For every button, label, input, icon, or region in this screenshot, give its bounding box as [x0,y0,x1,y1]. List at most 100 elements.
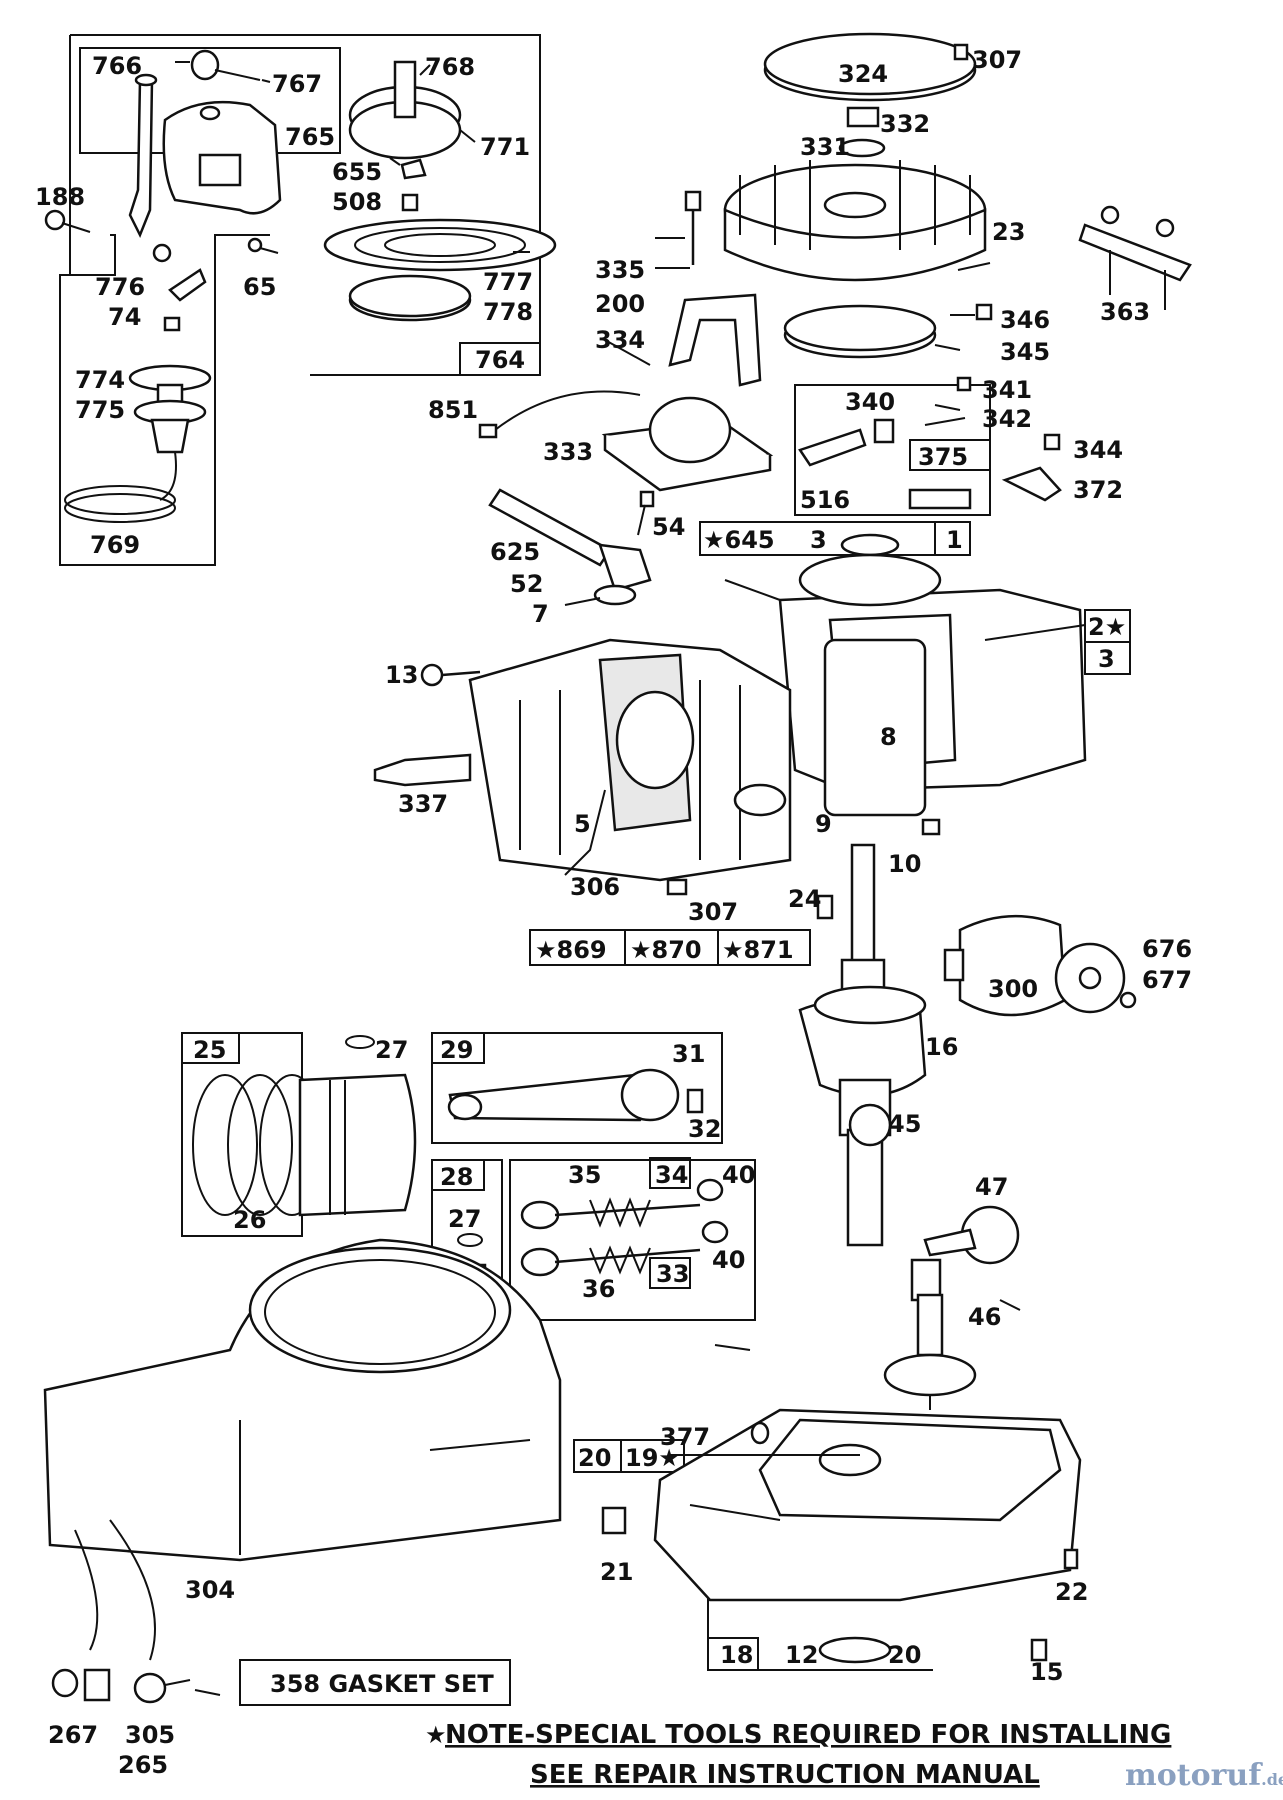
part-label-508: 508 [332,188,382,216]
star-icon: ★ [722,936,744,964]
part-label-778: 778 [483,298,533,326]
part-label-2: 2★ [1088,613,1126,641]
part-label-334: 334 [595,326,645,354]
part-label-769: 769 [90,531,140,559]
part-label-10: 10 [888,850,921,878]
part-label-645: ★645 [703,526,775,554]
part-label-19: 19★ [625,1444,680,1472]
part-label-372: 372 [1073,476,1123,504]
part-label-851: 851 [428,396,478,424]
note-line-2: SEE REPAIR INSTRUCTION MANUAL [530,1760,1040,1790]
gasket-set-label: 358 GASKET SET [270,1670,494,1698]
part-label-771: 771 [480,133,530,161]
part-label-54: 54 [652,513,685,541]
part-label-16: 16 [925,1033,958,1061]
part-label-74: 74 [108,303,141,331]
part-label-20-seal: 20 [888,1641,921,1669]
watermark: motoruf.de [1125,1758,1283,1793]
part-label-28: 28 [440,1163,473,1191]
part-label-333: 333 [543,438,593,466]
part-label-324: 324 [838,60,888,88]
part-label-5: 5 [574,810,591,838]
star-icon: ★ [658,1444,680,1472]
part-label-307-top: 307 [972,46,1022,74]
cylinder-block-group [373,488,1131,896]
part-label-12: 12 [785,1641,818,1669]
part-label-305: 305 [125,1721,175,1749]
part-label-764: 764 [475,346,525,374]
flywheel-ignition-group [478,32,1192,516]
part-label-29: 29 [440,1036,473,1064]
part-label-45: 45 [888,1110,921,1138]
special-tools-note: ★ NOTE-SPECIAL TOOLS REQUIRED FOR INSTAL… [425,1720,1171,1790]
part-label-331: 331 [800,133,850,161]
part-label-625: 625 [490,538,540,566]
part-label-47: 47 [975,1173,1008,1201]
part-label-363: 363 [1100,298,1150,326]
part-label-3-block: 3 [1098,645,1115,673]
part-labels: 766 767 768 765 771 655 508 188 65 777 7… [35,46,1192,1779]
star-icon: ★ [630,936,652,964]
cam-governor-group [883,1205,1020,1410]
piston-group [181,1032,417,1237]
part-label-188: 188 [35,183,85,211]
part-label-8: 8 [880,723,897,751]
part-label-26: 26 [233,1206,266,1234]
part-label-307-block: 307 [688,898,738,926]
part-label-9: 9 [815,810,832,838]
part-label-200: 200 [595,290,645,318]
part-label-15: 15 [1030,1658,1063,1686]
part-label-7: 7 [532,600,549,628]
part-label-32: 32 [688,1115,721,1143]
crankshaft-group [798,843,1137,1247]
part-label-766: 766 [92,52,142,80]
part-label-31: 31 [672,1040,705,1068]
part-label-33: 33 [656,1260,689,1288]
sump-group [573,1408,1082,1671]
leader-lines [175,61,1086,1696]
part-label-22: 22 [1055,1578,1088,1606]
part-label-46: 46 [968,1303,1001,1331]
part-label-676: 676 [1142,935,1192,963]
part-label-52: 52 [510,570,543,598]
part-label-18: 18 [720,1641,753,1669]
part-label-765: 765 [285,123,335,151]
part-label-869: ★869 [535,936,607,964]
part-label-1: 1 [946,526,963,554]
connecting-rod-group [431,1032,723,1144]
part-label-304: 304 [185,1576,235,1604]
part-label-21: 21 [600,1558,633,1586]
part-label-65: 65 [243,273,276,301]
part-label-655: 655 [332,158,382,186]
note-line-1: NOTE-SPECIAL TOOLS REQUIRED FOR INSTALLI… [445,1720,1171,1750]
part-label-36: 36 [582,1275,615,1303]
part-label-332: 332 [880,110,930,138]
part-label-341: 341 [982,376,1032,404]
watermark-text: motoruf.de [1125,1758,1283,1793]
part-label-306: 306 [570,873,620,901]
part-label-40-top: 40 [722,1161,755,1189]
part-label-377: 377 [660,1423,710,1451]
part-label-767: 767 [272,70,322,98]
rewind-starter-group [44,34,557,566]
part-label-776: 776 [95,273,145,301]
part-label-870: ★870 [630,936,702,964]
part-label-346: 346 [1000,306,1050,334]
star-icon: ★ [1105,613,1127,641]
part-label-27-piston: 27 [375,1036,408,1064]
part-label-340: 340 [845,388,895,416]
part-label-23: 23 [992,218,1025,246]
part-label-35: 35 [568,1161,601,1189]
part-label-13: 13 [385,661,418,689]
part-label-345: 345 [1000,338,1050,366]
part-label-337: 337 [398,790,448,818]
part-label-768: 768 [425,53,475,81]
part-label-20-box: 20 [578,1444,611,1472]
part-label-27-pin: 27 [448,1205,481,1233]
part-label-774: 774 [75,366,125,394]
star-icon: ★ [535,936,557,964]
part-label-25: 25 [193,1036,226,1064]
valve-group [509,1157,756,1321]
part-label-516: 516 [800,486,850,514]
